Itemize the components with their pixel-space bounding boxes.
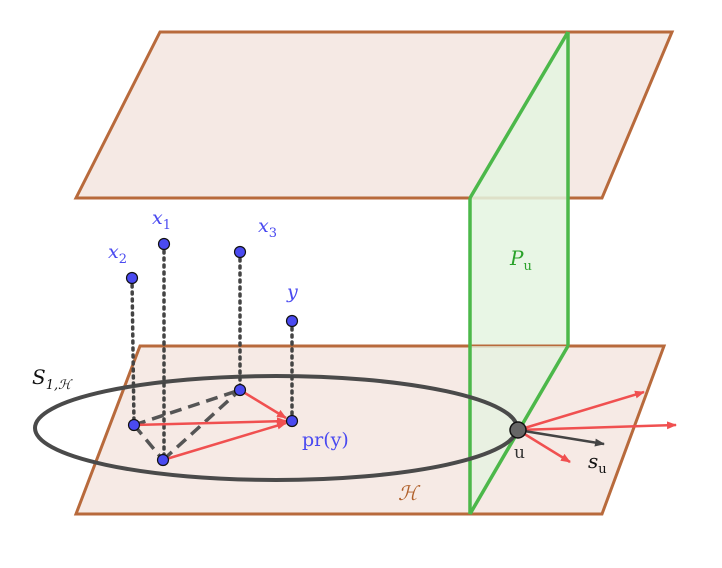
red-arrows-to-pr-y — [133, 388, 287, 462]
label-y: y — [286, 281, 298, 303]
top-plane — [73, 30, 675, 200]
blue-points — [125, 237, 299, 467]
label-pr-y: pr(y) — [302, 429, 349, 451]
label-x3: x3 — [258, 215, 277, 241]
projected-triangle — [132, 388, 242, 462]
projection-lines — [130, 242, 294, 462]
label-x1: x1 — [152, 207, 171, 233]
point-u — [509, 421, 527, 439]
label-plane-p-u: Pu — [509, 246, 532, 274]
label-s-u: su — [588, 449, 607, 477]
point-y — [285, 314, 299, 328]
point-x3 — [233, 245, 247, 259]
label-u: u — [514, 443, 525, 463]
red-arrows-from-u — [517, 390, 677, 464]
point-x1 — [157, 237, 171, 251]
label-plane-h: ℋ — [398, 481, 421, 505]
point-proj-x3 — [233, 383, 247, 397]
label-x2: x2 — [108, 241, 127, 267]
s-u-arrow — [517, 428, 605, 447]
label-sphere: S1,ℋ — [32, 365, 73, 393]
point-pr-y — [285, 414, 299, 428]
point-proj-x1 — [156, 453, 170, 467]
point-proj-x2 — [127, 418, 141, 432]
point-x2 — [125, 271, 139, 285]
